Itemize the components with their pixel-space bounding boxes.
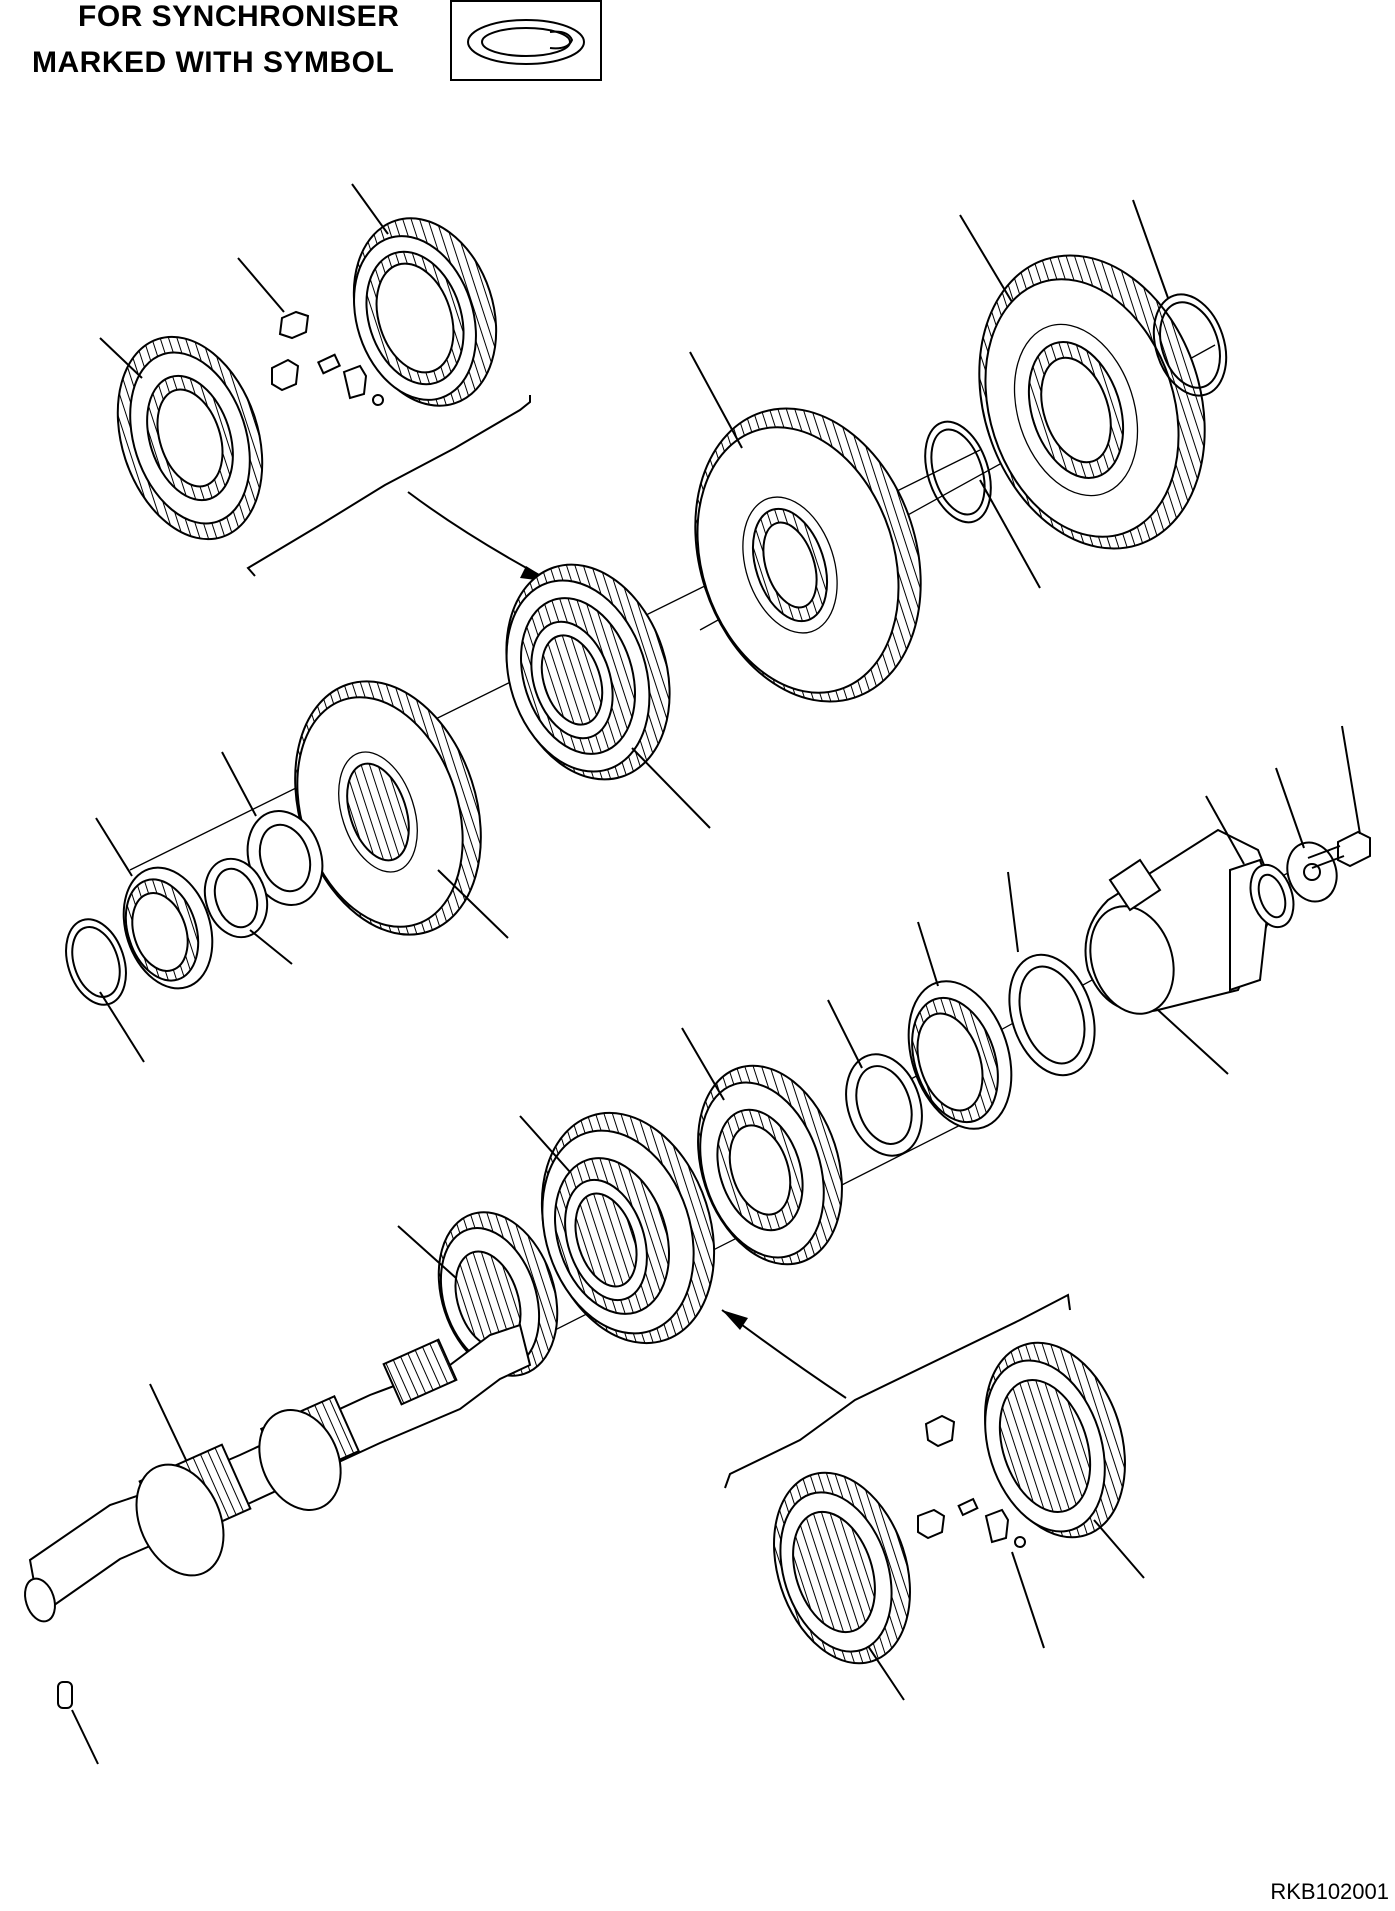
header-line-2: MARKED WITH SYMBOL [32, 46, 395, 79]
snap-ring-top-right [1152, 293, 1228, 397]
synchro-ring-top-right [352, 217, 498, 407]
dowel-pin [57, 1681, 73, 1709]
leader-lines [71, 183, 1361, 1765]
bearing-seal-right [1008, 953, 1096, 1077]
synchroniser-group-lower [721, 1293, 1126, 1665]
synchroniser-ring-symbol-icon [467, 19, 585, 65]
gear-lower-middle [697, 1064, 843, 1266]
bolt [1307, 830, 1371, 869]
gear-upper-far-right [978, 254, 1206, 550]
gear-mid-left [294, 680, 482, 936]
drawing-number: RKB102001 [1270, 1879, 1389, 1904]
symbol-box [450, 0, 602, 81]
bearing-right [907, 980, 1013, 1130]
synchro-ring-top-left [116, 335, 264, 541]
washer-mid-right [845, 1053, 923, 1157]
synchro-small-parts-lower [917, 1414, 1026, 1548]
synchroniser-group-top [116, 217, 553, 583]
synchroniser-hub-lower [540, 1111, 716, 1345]
synchroniser-hub-upper [505, 563, 671, 781]
synchro-ring-lower-right [984, 1341, 1126, 1539]
snap-ring-left [65, 918, 127, 1006]
circlip-upper [924, 420, 992, 524]
bearing-left [122, 866, 214, 990]
spacer-left [203, 857, 269, 939]
main-shaft [24, 1323, 532, 1623]
washer-right-1 [1249, 863, 1295, 929]
synchro-ring-lower-left [773, 1471, 911, 1665]
header-line-1: FOR SYNCHRONISER [78, 0, 400, 33]
washer-right-2 [1286, 841, 1338, 903]
gear-large-upper [694, 407, 922, 703]
yoke-flange [1084, 828, 1280, 1015]
washer-left [246, 810, 324, 906]
synchro-small-parts-top [271, 310, 384, 406]
